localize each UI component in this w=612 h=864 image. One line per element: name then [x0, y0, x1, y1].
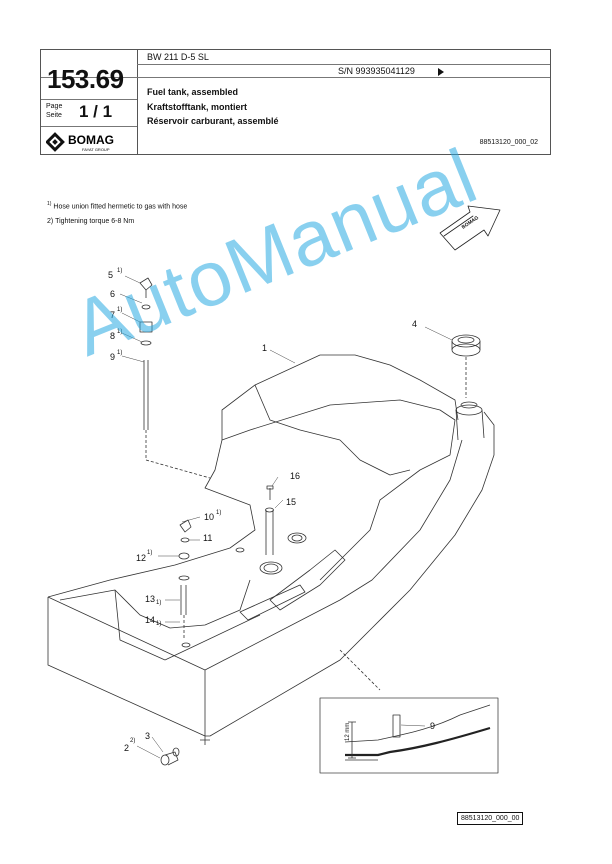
svg-text:BOMAG: BOMAG	[68, 133, 114, 147]
label-part-16: 16	[290, 471, 300, 481]
page-label: Page Seite	[46, 103, 63, 119]
header-table: BW 211 D-5 SL S/N 993935041129 153.69 Pa…	[40, 49, 551, 155]
tank-outline-top	[47, 354, 459, 598]
sender-tube	[265, 510, 274, 555]
svg-text:1): 1)	[216, 510, 221, 516]
svg-text:1): 1)	[156, 600, 161, 606]
label-part-8: 8	[110, 331, 115, 341]
bomag-logo-icon: BOMAG FAYAT GROUP	[46, 132, 114, 152]
hose-union-assembly-lower	[178, 519, 192, 640]
page-number: 153.69	[47, 64, 124, 94]
tank-front-edge	[47, 596, 206, 736]
svg-text:1): 1)	[117, 329, 122, 335]
tank-outline-front	[47, 411, 495, 737]
tank-lower-edge	[204, 439, 463, 671]
label-part-2: 2	[124, 743, 129, 753]
label-part-13: 13	[145, 594, 155, 604]
filler-neck	[455, 409, 485, 441]
label-part-4: 4	[412, 319, 417, 329]
label-part-1: 1	[262, 343, 267, 353]
detail-label-9: 9	[430, 721, 435, 731]
model-name: BW 211 D-5 SL	[147, 52, 209, 62]
document-number: 88513120_000_02	[479, 139, 538, 146]
detail-hose	[392, 714, 401, 738]
svg-text:1): 1)	[117, 307, 122, 313]
svg-text:1): 1)	[117, 350, 122, 356]
page-counter: 1 / 1	[79, 102, 113, 121]
label-part-12: 12	[136, 553, 146, 563]
title-german: Kraftstofftank, montiert	[147, 102, 248, 112]
svg-text:2): 2)	[130, 738, 135, 744]
label-part-7: 7	[110, 310, 115, 320]
label-part-3: 3	[145, 731, 150, 741]
svg-text:1): 1)	[156, 621, 161, 627]
filler-neck-top	[455, 404, 483, 416]
note-1: 1) Hose union fitted hermetic to gas wit…	[47, 201, 188, 211]
note-2: 2) Tightening torque 6-8 Nm	[47, 218, 135, 225]
label-part-11: 11	[203, 533, 212, 543]
label-part-6: 6	[110, 289, 115, 299]
tank-opening	[287, 532, 307, 544]
detail-view-box	[319, 697, 499, 774]
title-english: Fuel tank, assembled	[147, 87, 239, 97]
label-part-15: 15	[286, 497, 296, 507]
svg-text:FAYAT GROUP: FAYAT GROUP	[82, 147, 110, 152]
serial-number: S/N 993935041129	[338, 66, 415, 76]
sender-flange	[259, 561, 283, 575]
next-arrow-icon[interactable]	[438, 68, 444, 76]
svg-text:1): 1)	[147, 550, 152, 556]
tank-rail	[269, 549, 346, 611]
label-part-9: 9	[110, 352, 115, 362]
title-french: Réservoir carburant, assemblé	[147, 116, 279, 126]
drain-plug	[160, 747, 180, 766]
tank-inner-recess	[221, 399, 456, 581]
hose-union-assembly-top	[139, 277, 211, 479]
label-part-10: 10	[204, 512, 214, 522]
detail-dimension: 12 mm	[345, 723, 351, 741]
detail-hose-curve	[344, 704, 491, 743]
direction-arrow-icon	[439, 205, 501, 251]
label-part-14: 14	[145, 615, 155, 625]
fuel-cap	[451, 334, 481, 357]
figure-reference: 88513120_000_00	[457, 812, 524, 825]
svg-text:1): 1)	[117, 268, 122, 274]
label-part-5: 5	[108, 270, 113, 280]
